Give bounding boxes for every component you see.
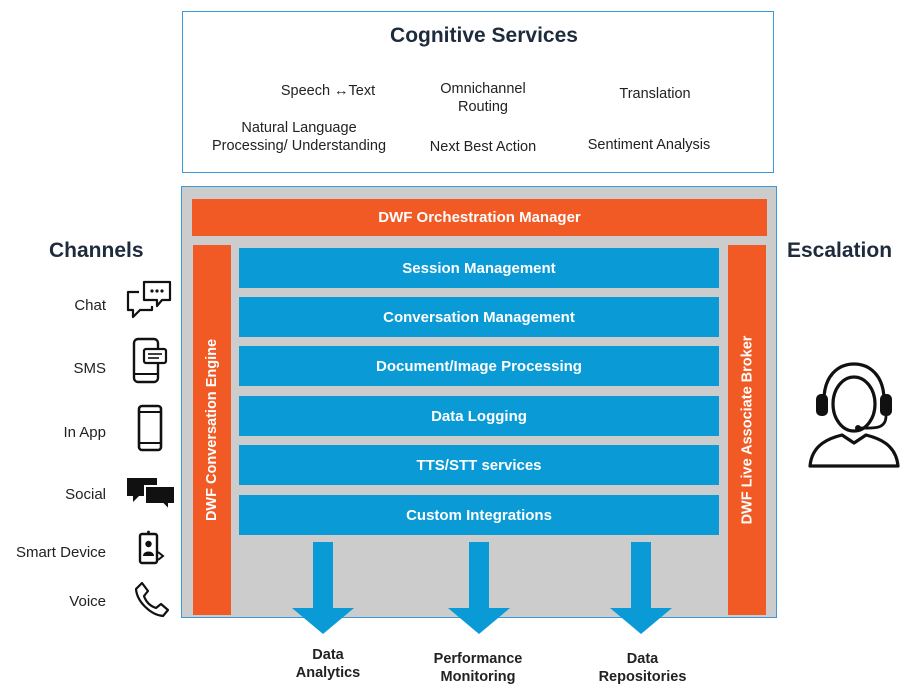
headset-agent-icon: [808, 362, 900, 468]
service-sentiment-analysis: Sentiment Analysis: [587, 137, 711, 153]
layer-session-management: Session Management: [239, 248, 719, 288]
orchestration-manager: DWF Orchestration Manager: [192, 199, 767, 236]
channel-chat-label: Chat: [74, 297, 106, 314]
smartphone-icon: [137, 404, 163, 452]
layer-conversation-management: Conversation Management: [239, 297, 719, 337]
sms-icon: [132, 337, 168, 384]
arrow-data-repositories: [610, 542, 672, 634]
channel-smart-device-label: Smart Device: [15, 544, 106, 561]
cognitive-services-title: Cognitive Services: [390, 24, 578, 47]
cognitive-services-box: [182, 11, 774, 173]
service-next-best-action: Next Best Action: [429, 139, 537, 155]
layer-document-image-processing: Document/Image Processing: [239, 346, 719, 386]
layer-data-logging: Data Logging: [239, 396, 719, 436]
social-icon: [127, 478, 176, 512]
escalation-heading: Escalation: [787, 239, 893, 262]
channel-sms-label: SMS: [73, 360, 106, 377]
smart-device-icon: [138, 530, 165, 565]
channels-heading: Channels: [49, 239, 144, 262]
phone-icon: [134, 581, 170, 618]
channel-voice-label: Voice: [69, 593, 106, 610]
chat-icon: [126, 280, 172, 319]
channel-in-app-label: In App: [63, 424, 106, 441]
layer-tts-stt-services: TTS/STT services: [239, 445, 719, 485]
conversation-engine: DWF Conversation Engine: [193, 245, 231, 615]
service-speech-text: Speech ↔Text: [280, 83, 376, 99]
live-associate-broker: DWF Live Associate Broker: [728, 245, 766, 615]
service-nlp: Natural Language Processing/ Understandi…: [211, 120, 387, 154]
service-translation: Translation: [619, 86, 691, 102]
arrow-data-analytics: [292, 542, 354, 634]
layer-custom-integrations: Custom Integrations: [239, 495, 719, 535]
arrow-performance-monitoring: [448, 542, 510, 634]
channel-social-label: Social: [65, 486, 106, 503]
service-omnichannel-routing: Omnichannel Routing: [440, 81, 526, 115]
